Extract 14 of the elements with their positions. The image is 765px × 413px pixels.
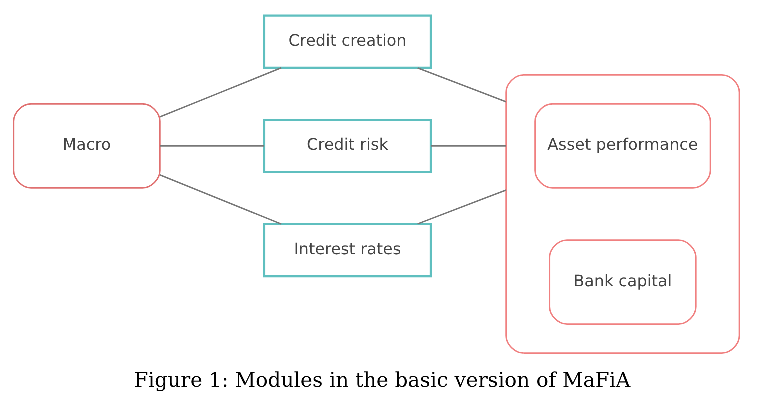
node-box: Asset performance (534, 102, 712, 188)
cluster (506, 74, 740, 354)
connector (418, 67, 507, 102)
node-box: Credit creation (263, 14, 432, 69)
connector (431, 144, 506, 146)
node-box: Bank capital (549, 239, 697, 325)
caption: Figure 1: Modules in the basic version of MaFiA (134, 367, 631, 392)
node-box: Interest rates (263, 222, 432, 278)
connector (160, 66, 282, 118)
node-box: Macro (13, 102, 161, 188)
connector (160, 174, 282, 224)
connector (160, 144, 264, 146)
node-box: Credit risk (263, 118, 432, 173)
connector (418, 189, 507, 224)
